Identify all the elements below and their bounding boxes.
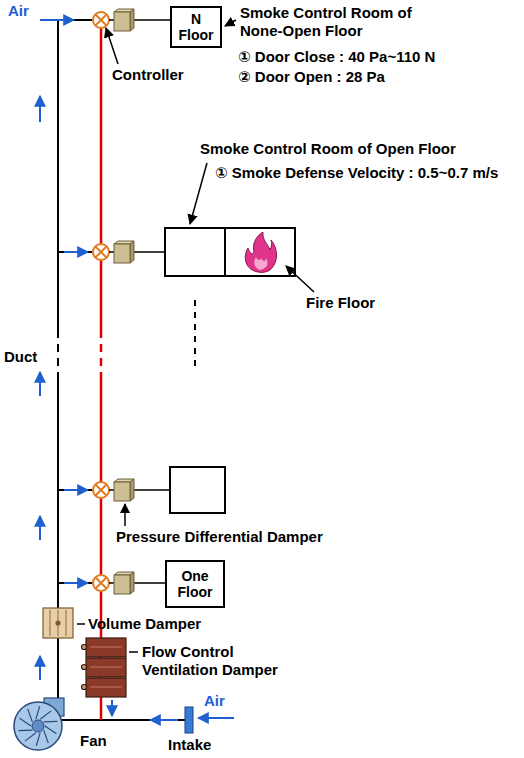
annotation-label: Controller <box>112 66 184 84</box>
fan-blade <box>36 733 40 746</box>
annotation-label: Duct <box>4 348 37 366</box>
annotation-label: Pressure Differential Damper <box>116 528 323 546</box>
annotation-label: Volume Damper <box>88 615 201 633</box>
fan-blade <box>25 733 36 741</box>
annotation-label: Air <box>8 2 29 20</box>
control-line <box>100 12 103 720</box>
fan-blade <box>19 730 33 732</box>
branch-line <box>109 20 170 583</box>
flow-damper-symbol <box>82 638 127 697</box>
annotation-label: ① Smoke Defense Velocity : 0.5~0.7 m/s <box>215 164 498 182</box>
fan-blade <box>40 711 51 719</box>
fan-blade <box>45 726 56 734</box>
floor-room-box: N Floor <box>170 6 222 48</box>
annotation-label: Flow Control Ventilation Damper <box>142 643 292 679</box>
annotation-label: Fan <box>80 732 107 750</box>
pressure-damper-symbol <box>114 9 134 594</box>
fan-symbol <box>14 698 64 750</box>
fan-blade <box>44 730 49 743</box>
controller-symbol <box>93 12 109 591</box>
annotation-label: Smoke Control Room of Open Floor <box>200 140 456 158</box>
fan-blade <box>44 721 58 723</box>
leader-arrow <box>106 20 314 526</box>
room-name: N Floor <box>176 11 216 43</box>
fan-blade <box>20 718 31 726</box>
annotation-label: Intake <box>168 736 211 754</box>
annotation-label: ① Door Close : 40 Pa~110 N <box>238 48 435 66</box>
annotation-label: Air <box>204 692 225 710</box>
floor-room-box: One Floor <box>165 560 225 608</box>
airflow-arrow <box>40 20 234 720</box>
room-name: One Floor <box>171 568 219 600</box>
annotation-label: ② Door Open : 28 Pa <box>238 68 385 86</box>
fire-flame <box>245 232 276 272</box>
room-box <box>165 228 295 513</box>
ellipsis-line <box>194 300 196 372</box>
fan-blade <box>36 706 40 719</box>
annotation-label: Smoke Control Room of None-Open Floor <box>240 4 430 40</box>
annotation-label: Fire Floor <box>306 294 375 312</box>
fan-blade <box>28 709 33 722</box>
intake-symbol <box>185 707 193 733</box>
volume-damper-symbol <box>43 608 73 638</box>
